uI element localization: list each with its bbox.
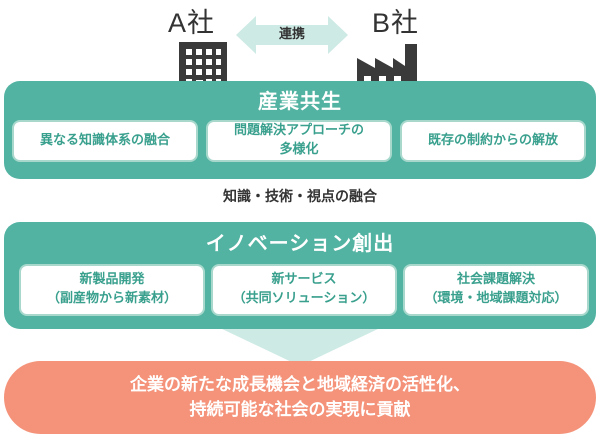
company-a-label: A社 [168, 8, 216, 38]
symbiosis-item-knowledge: 異なる知識体系の融合 [12, 120, 198, 162]
result-banner: 企業の新たな成長機会と地域経済の活性化、 持続可能な社会の実現に貢献 [4, 361, 596, 434]
innovation-item-social: 社会課題解決 （環境・地域課題対応） [403, 264, 589, 316]
industrial-symbiosis-panel: 産業共生 異なる知識体系の融合 問題解決アプローチの 多様化 既存の制約からの解… [4, 81, 596, 179]
symbiosis-item-constraints: 既存の制約からの解放 [400, 120, 586, 162]
symbiosis-item-approach: 問題解決アプローチの 多様化 [206, 120, 392, 162]
link-label: 連携 [278, 27, 305, 42]
company-b-label: B社 [372, 8, 420, 38]
industrial-symbiosis-title: 産業共生 [258, 89, 342, 113]
innovation-panel: イノベーション創出 新製品開発 （副産物から新素材） 新サービス （共同ソリュー… [4, 222, 596, 329]
innovation-item-products: 新製品開発 （副産物から新素材） [19, 264, 205, 316]
fusion-label: 知識・技術・視点の融合 [223, 189, 377, 205]
innovation-title: イノベーション創出 [205, 231, 395, 255]
bidirectional-arrow: 連携 [236, 15, 348, 55]
innovation-item-services: 新サービス （共同ソリューション） [211, 264, 397, 316]
down-arrow [220, 300, 380, 366]
